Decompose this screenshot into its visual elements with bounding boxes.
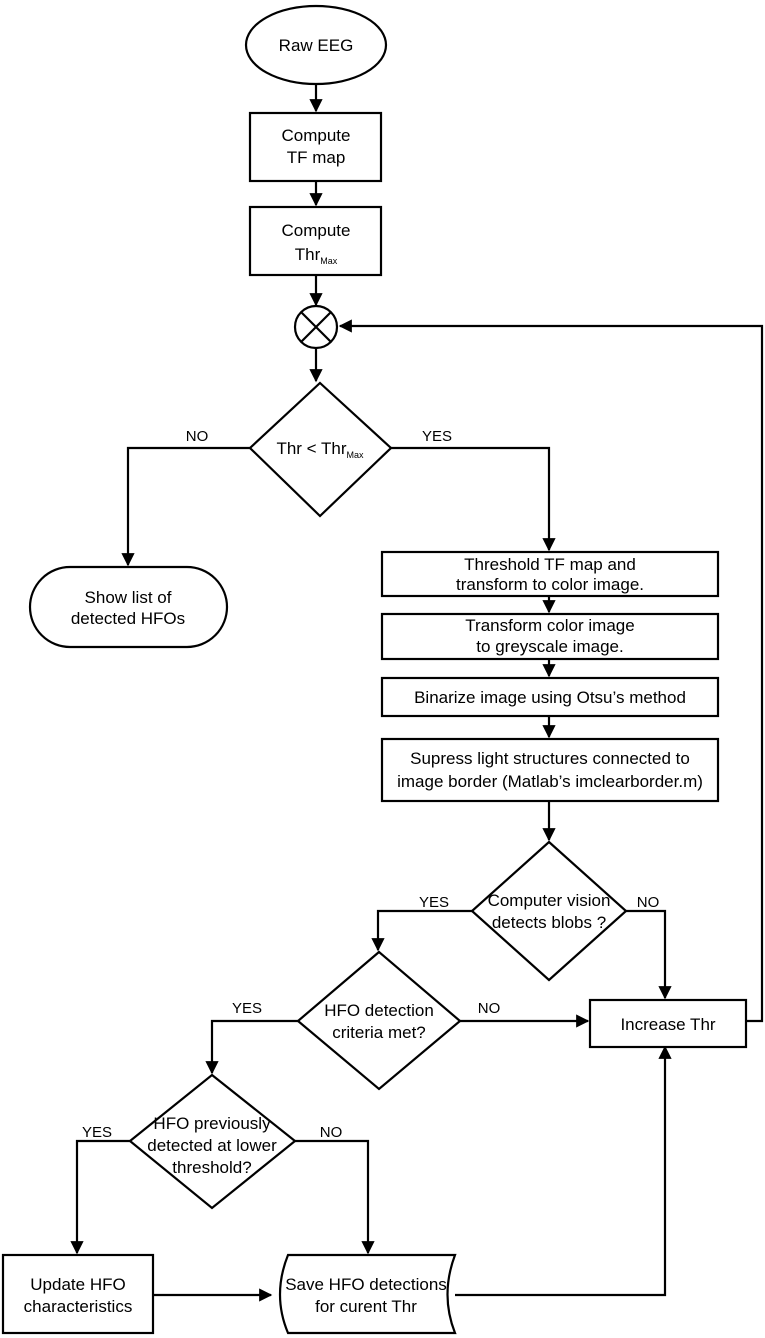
hfo-criteria-line-2: criteria met? <box>332 1023 426 1042</box>
edge-previous-no <box>295 1139 375 1255</box>
transform-grey-line-1: Transform color image <box>465 616 634 635</box>
summing-junction-icon <box>293 304 339 350</box>
node-decision-thr: Thr < ThrMax <box>248 381 393 518</box>
edge-cv-yes <box>371 909 472 952</box>
edge-criteria-yes <box>205 1019 298 1075</box>
increase-thr-label: Increase Thr <box>620 1015 715 1034</box>
hfo-previous-line-3: threshold? <box>172 1158 251 1177</box>
save-hfo-line-2: for curent Thr <box>315 1297 417 1316</box>
hfo-previous-line-2: detected at lower <box>147 1136 277 1155</box>
cv-blobs-line-1: Computer vision <box>488 891 611 910</box>
hfo-previous-line-1: HFO previously <box>153 1114 271 1133</box>
node-supress-border: Supress light structures connected to im… <box>380 737 720 803</box>
label-no-previous: NO <box>320 1124 343 1141</box>
raw-eeg-label: Raw EEG <box>279 36 354 55</box>
cv-blobs-line-2: detects blobs ? <box>492 913 606 932</box>
show-list-line-1: Show list of <box>85 588 172 607</box>
update-hfo-line-2: characteristics <box>24 1297 133 1316</box>
node-decision-cv-blobs: Computer vision detects blobs ? <box>470 840 628 982</box>
compute-tf-line-2: TF map <box>287 148 346 167</box>
compute-thr-line-1: Compute <box>282 221 351 240</box>
transform-grey-line-2: to greyscale image. <box>476 637 623 656</box>
node-raw-eeg: Raw EEG <box>244 4 388 86</box>
node-binarize: Binarize image using Otsu’s method <box>380 676 720 718</box>
node-show-list: Show list of detected HFOs <box>28 565 229 649</box>
binarize-label: Binarize image using Otsu’s method <box>414 688 686 707</box>
edges <box>70 84 764 1302</box>
label-yes-cv: YES <box>419 894 449 911</box>
node-compute-tf-map: Compute TF map <box>248 111 383 183</box>
supress-line-2: image border (Matlab’s imclearborder.m) <box>397 772 703 791</box>
supress-line-1: Supress light structures connected to <box>410 749 690 768</box>
compute-thr-line-2: ThrMax <box>295 245 338 266</box>
node-decision-hfo-criteria: HFO detection criteria met? <box>296 950 462 1091</box>
edge-decision-yes <box>391 446 556 552</box>
threshold-tf-line-1: Threshold TF map and <box>464 555 636 574</box>
node-increase-thr: Increase Thr <box>588 998 748 1049</box>
label-no-cv: NO <box>637 894 660 911</box>
node-threshold-tf: Threshold TF map and transform to color … <box>380 550 720 598</box>
show-list-line-2: detected HFOs <box>71 609 185 628</box>
hfo-criteria-line-1: HFO detection <box>324 1001 434 1020</box>
threshold-tf-line-2: transform to color image. <box>456 575 644 594</box>
label-no-decision-thr: NO <box>186 428 209 445</box>
edge-previous-yes <box>70 1139 130 1255</box>
label-yes-decision-thr: YES <box>422 428 452 445</box>
node-compute-thr-max: Compute ThrMax <box>248 205 383 277</box>
node-transform-greyscale: Transform color image to greyscale image… <box>380 612 720 661</box>
compute-tf-line-1: Compute <box>282 126 351 145</box>
node-save-hfo: Save HFO detections for curent Thr <box>278 1253 457 1335</box>
node-update-hfo: Update HFO characteristics <box>1 1253 155 1335</box>
decision-thr-label: Thr < ThrMax <box>276 439 364 460</box>
label-yes-criteria: YES <box>232 1000 262 1017</box>
edge-decision-no <box>121 446 250 567</box>
update-hfo-line-1: Update HFO <box>30 1275 125 1294</box>
node-decision-hfo-previous: HFO previously detected at lower thresho… <box>128 1073 297 1210</box>
edge-cv-no <box>626 909 672 1000</box>
label-no-criteria: NO <box>478 1000 501 1017</box>
edge-feedback-loop <box>338 319 764 1023</box>
save-hfo-line-1: Save HFO detections <box>285 1275 447 1294</box>
edge-save-to-increase <box>455 1045 672 1297</box>
edge-labels: NO YES YES NO YES NO YES NO <box>82 428 659 1141</box>
label-yes-previous: YES <box>82 1124 112 1141</box>
